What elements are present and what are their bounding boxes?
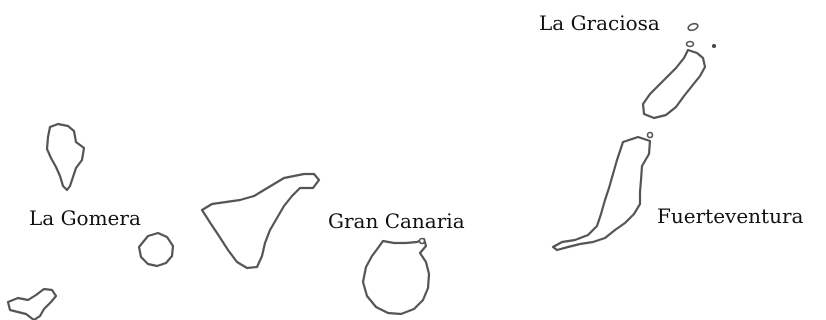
islet-near-lanzarote [685, 40, 695, 48]
island-fuerteventura [551, 135, 652, 252]
island-lanzarote [641, 48, 707, 120]
label-gran-canaria: Gran Canaria [328, 209, 465, 233]
islet-la-graciosa [687, 22, 699, 32]
island-la-palma [45, 122, 86, 192]
island-la-gomera [137, 231, 175, 268]
label-la-graciosa: La Graciosa [539, 11, 660, 35]
island-gran-canaria [361, 237, 431, 316]
islet-lobos [646, 131, 654, 139]
islet-alegranza [712, 44, 716, 48]
island-tenerife [200, 172, 321, 270]
islet-gran-canaria-north [418, 237, 426, 245]
label-la-gomera: La Gomera [29, 206, 141, 230]
label-fuerteventura: Fuerteventura [657, 204, 804, 228]
island-el-hierro [6, 287, 58, 320]
